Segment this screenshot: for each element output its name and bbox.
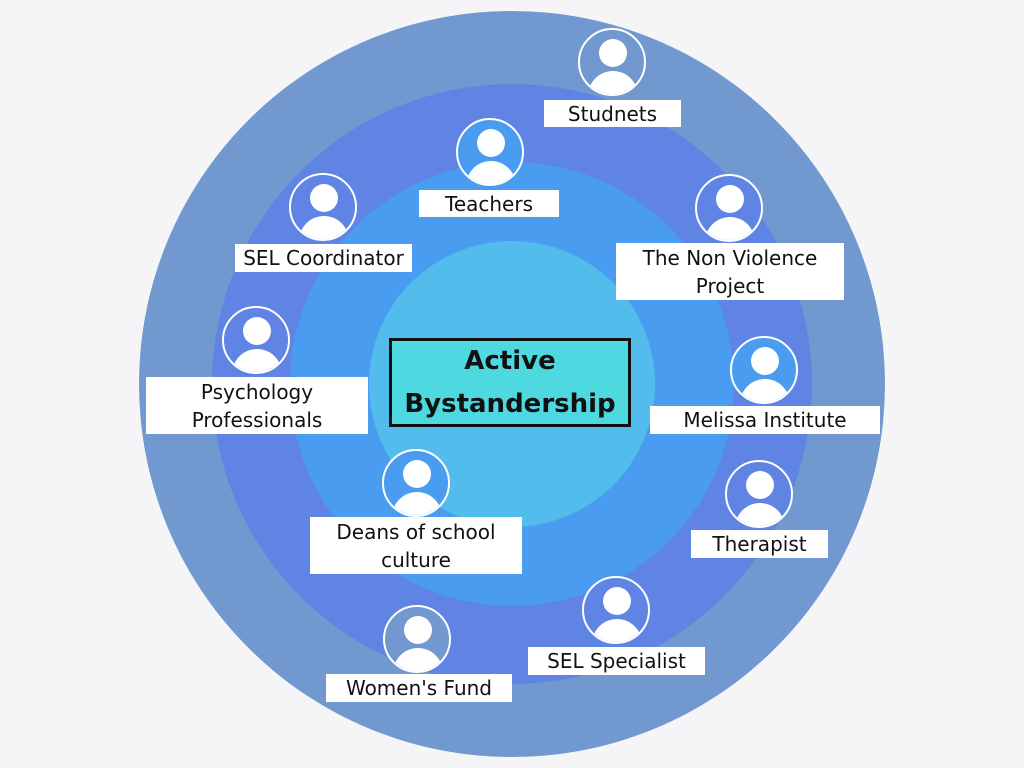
label-line: Therapist xyxy=(712,532,807,556)
person-icon xyxy=(382,449,450,517)
person-icon xyxy=(289,173,357,241)
node-label-non-violence-project: The Non Violence Project xyxy=(616,243,844,300)
node-label-sel-coordinator: SEL Coordinator xyxy=(235,244,412,272)
center-title-line-1: Active xyxy=(464,345,556,376)
person-icon xyxy=(725,460,793,528)
node-label-therapist: Therapist xyxy=(691,530,828,558)
person-icon xyxy=(578,28,646,96)
label-line: Deans of school xyxy=(336,519,496,544)
label-line: SEL Coordinator xyxy=(243,246,404,270)
node-label-womens-fund: Women's Fund xyxy=(326,674,512,702)
person-icon xyxy=(222,306,290,374)
label-line: SEL Specialist xyxy=(547,649,686,673)
node-label-sel-specialist: SEL Specialist xyxy=(528,647,705,675)
node-label-psychology-professionals: Psychology Professionals xyxy=(146,377,368,434)
center-title-box: Active Bystandership xyxy=(389,338,631,427)
label-line: Professionals xyxy=(191,407,323,432)
node-label-deans-of-school-culture: Deans of school culture xyxy=(310,517,522,574)
label-line: The Non Violence xyxy=(642,245,818,270)
label-line: culture xyxy=(381,547,451,572)
node-label-melissa-institute: Melissa Institute xyxy=(650,406,880,434)
node-label-teachers: Teachers xyxy=(419,190,559,217)
label-line: Teachers xyxy=(445,191,533,216)
center-title-line-2: Bystandership xyxy=(404,388,616,419)
label-line: Project xyxy=(695,273,765,298)
node-label-studnets: Studnets xyxy=(544,100,681,127)
label-line: Studnets xyxy=(567,101,658,126)
label-line: Melissa Institute xyxy=(683,408,847,432)
label-line: Psychology xyxy=(200,379,314,404)
label-line: Women's Fund xyxy=(345,676,493,700)
person-icon xyxy=(730,336,798,404)
person-icon xyxy=(582,576,650,644)
person-icon xyxy=(456,118,524,186)
person-icon xyxy=(383,605,451,673)
person-icon xyxy=(695,174,763,242)
